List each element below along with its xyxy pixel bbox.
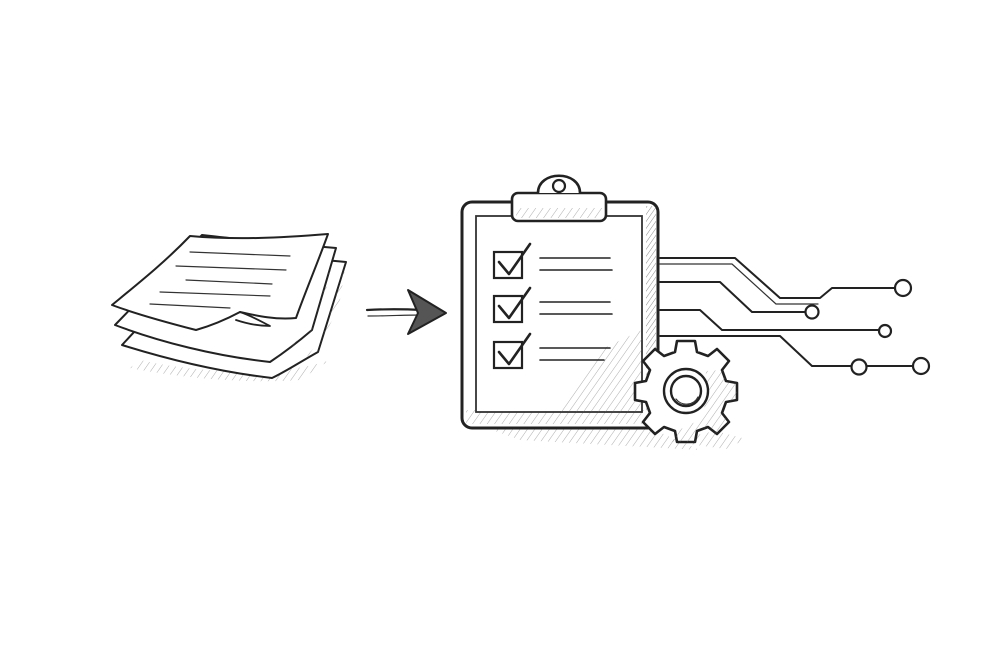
circuit-node-4a bbox=[850, 358, 868, 376]
arrow-head bbox=[407, 289, 447, 335]
circuit-trace-4 bbox=[659, 335, 853, 367]
paper-curl bbox=[235, 311, 271, 327]
circuit-node-2 bbox=[804, 304, 820, 320]
circuit-trace-3 bbox=[659, 309, 879, 331]
gear-icon bbox=[633, 339, 746, 449]
paper-text-line-3 bbox=[185, 279, 273, 285]
circuit-traces-icon bbox=[659, 257, 931, 376]
paper-text-line-2 bbox=[175, 265, 287, 271]
circuit-node-1 bbox=[893, 278, 913, 298]
checkbox-1 bbox=[492, 250, 524, 280]
clipboard-bottom-shade bbox=[466, 410, 652, 424]
clipboard-clip bbox=[510, 174, 608, 223]
paper-text-line-5 bbox=[149, 303, 231, 309]
circuit-node-3 bbox=[877, 323, 893, 339]
circuit-trace-2 bbox=[659, 281, 807, 313]
arrow-right-icon bbox=[365, 289, 447, 335]
clip-hole bbox=[551, 178, 567, 194]
circuit-node-4b bbox=[911, 356, 931, 376]
paper-sheet-bottom-shade bbox=[272, 262, 346, 378]
clipboard-checklist-icon bbox=[460, 174, 700, 450]
clipboard-sheet-shade bbox=[560, 330, 642, 412]
checklist-item-3 bbox=[492, 332, 611, 370]
paper-stack-shadow bbox=[130, 360, 330, 382]
checklist-item-1 bbox=[492, 242, 613, 280]
paper-text-line-1 bbox=[189, 251, 291, 257]
paper-stack-icon bbox=[111, 233, 347, 382]
gear-hub bbox=[669, 374, 703, 408]
circuit-trace-1 bbox=[659, 257, 897, 299]
gear-shade bbox=[675, 370, 737, 442]
checklist-item-2 bbox=[492, 286, 613, 324]
clipboard-edge-shade bbox=[646, 206, 656, 424]
checkmark-icon bbox=[497, 286, 532, 320]
paper-text-line-4 bbox=[159, 291, 271, 297]
checkmark-icon bbox=[497, 332, 532, 366]
checkmark-icon bbox=[497, 242, 532, 276]
gear-shadow bbox=[666, 431, 746, 449]
